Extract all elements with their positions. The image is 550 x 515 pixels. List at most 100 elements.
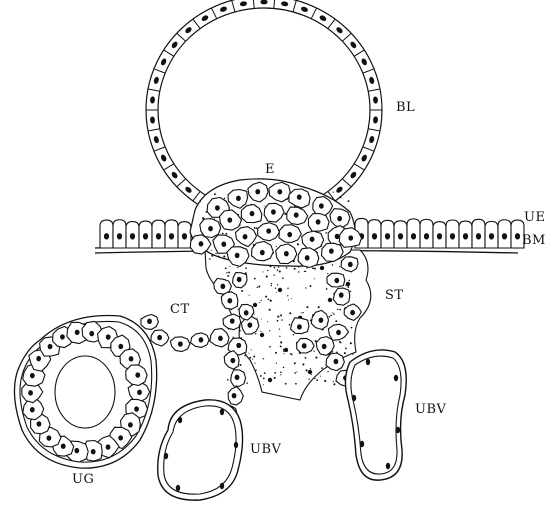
stipple-dot (214, 193, 216, 195)
stipple-dot (254, 278, 256, 280)
stroma-nucleus (308, 370, 312, 374)
cell-nucleus (236, 196, 241, 201)
trophoblast-nucleus (184, 26, 193, 34)
stipple-dot (310, 368, 311, 369)
trophoblast-cell-border (363, 69, 374, 73)
cell-nucleus (255, 189, 260, 194)
cell-nucleus (244, 310, 249, 315)
cell-nucleus (502, 233, 507, 239)
stipple-dot (224, 198, 226, 200)
label-bm: BM (522, 233, 546, 248)
stipple-dot (280, 341, 282, 343)
stroma-nucleus (253, 303, 257, 307)
stipple-dot (339, 341, 341, 343)
stipple-dot (289, 312, 291, 314)
stipple-dot (228, 271, 230, 273)
cell-nucleus (128, 422, 133, 427)
stipple-dot (226, 233, 228, 235)
trophoblast-nucleus (373, 96, 378, 104)
trophoblast-nucleus (368, 135, 375, 143)
trophoblast-cell-border (177, 33, 186, 41)
cell-nucleus (305, 255, 310, 260)
stipple-dot (325, 232, 327, 234)
stipple-dot (311, 374, 312, 375)
trophoblast-cell-border (148, 89, 160, 91)
stipple-dot (295, 383, 297, 385)
stipple-dot (246, 382, 248, 384)
stipple-dot (240, 364, 242, 366)
stipple-dot (350, 291, 351, 292)
stipple-dot (294, 372, 296, 374)
stipple-dot (245, 267, 247, 269)
cell-nucleus (215, 205, 220, 210)
stipple-dot (327, 371, 328, 372)
stipple-dot (254, 363, 255, 364)
trophoblast-cell-border (368, 129, 380, 131)
endothelial-nucleus (178, 417, 182, 423)
stipple-dot (316, 379, 318, 381)
label-bl: BL (396, 100, 415, 115)
endothelial-nucleus (360, 441, 364, 447)
stipple-dot (274, 267, 276, 269)
trophoblast-nucleus (281, 1, 289, 7)
stipple-dot (314, 350, 315, 351)
cell-nucleus (232, 393, 237, 398)
stipple-dot (291, 298, 292, 299)
stipple-dot (333, 313, 335, 315)
stipple-dot (344, 352, 346, 354)
stipple-dot (200, 201, 201, 202)
cell-nucleus (319, 317, 324, 322)
cell-nucleus (37, 421, 42, 426)
cell-nucleus (450, 233, 455, 239)
stipple-dot (287, 295, 288, 296)
stipple-dot (267, 321, 268, 322)
stipple-dot (218, 255, 220, 257)
stipple-dot (283, 367, 285, 369)
cell-nucleus (106, 444, 111, 449)
stipple-dot (265, 206, 266, 207)
stipple-dot (350, 342, 352, 344)
cell-nucleus (135, 372, 140, 377)
cell-nucleus (334, 278, 339, 283)
stipple-dot (325, 195, 326, 196)
cell-nucleus (91, 449, 96, 454)
stipple-dot (306, 369, 308, 371)
endothelial-nucleus (220, 483, 224, 489)
stipple-dot (255, 369, 257, 371)
cell-nucleus (169, 233, 174, 239)
trophoblast-nucleus (184, 186, 193, 194)
stipple-dot (315, 357, 317, 359)
stipple-dot (280, 345, 282, 347)
stipple-dot (257, 318, 258, 319)
stipple-dot (347, 286, 349, 288)
stipple-dot (340, 197, 342, 199)
stipple-dot (226, 272, 227, 273)
stipple-dot (274, 372, 276, 374)
cell-nucleus (106, 334, 111, 339)
stipple-dot (280, 314, 282, 316)
stipple-dot (280, 374, 281, 375)
stipple-dot (263, 384, 264, 385)
stipple-dot (318, 306, 320, 308)
cell-nucleus (437, 233, 442, 239)
stipple-dot (294, 268, 296, 270)
stipple-dot (291, 354, 292, 355)
stipple-dot (277, 269, 279, 271)
trophoblast-nucleus (153, 136, 160, 144)
cell-nucleus (30, 373, 35, 378)
trophoblast-cell-border (368, 89, 380, 91)
trophoblast-cell-border (148, 129, 160, 131)
cell-nucleus (30, 407, 35, 412)
cell-nucleus (60, 334, 65, 339)
trophoblast-cell-border (354, 164, 364, 170)
trophoblast-cell-border (253, 0, 254, 8)
stipple-dot (352, 353, 353, 354)
cell-nucleus (218, 336, 223, 341)
cell-nucleus (130, 233, 135, 239)
cell-nucleus (157, 335, 162, 340)
cell-nucleus (310, 237, 315, 242)
stipple-dot (274, 377, 276, 379)
trophoblast-cell-border (311, 8, 316, 19)
cell-nucleus (220, 284, 225, 289)
